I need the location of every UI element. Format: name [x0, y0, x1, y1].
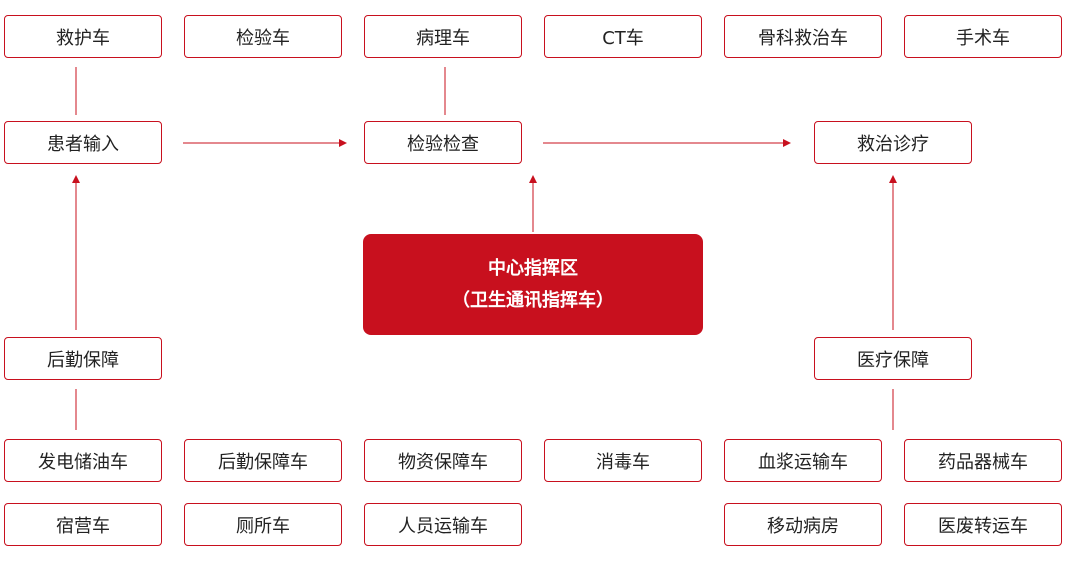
node-inspection: 检验检查: [364, 121, 522, 164]
node-patient-input: 患者输入: [4, 121, 162, 164]
arrowhead-inspection-bottom: [529, 175, 537, 183]
node-medical-support: 医疗保障: [814, 337, 972, 380]
node-ambulance: 救护车: [4, 15, 162, 58]
node-personnel-transport: 人员运输车: [364, 503, 522, 546]
node-disinfection-vehicle: 消毒车: [544, 439, 702, 482]
node-orthopedic-vehicle: 骨科救治车: [724, 15, 882, 58]
arrowhead-inspection-left: [339, 139, 347, 147]
node-plasma-transport: 血浆运输车: [724, 439, 882, 482]
node-mobile-ward: 移动病房: [724, 503, 882, 546]
node-logistics: 后勤保障: [4, 337, 162, 380]
node-dormitory-vehicle: 宿营车: [4, 503, 162, 546]
node-generator-fuel: 发电储油车: [4, 439, 162, 482]
node-medical-waste: 医废转运车: [904, 503, 1062, 546]
node-central-command: 中心指挥区 （卫生通讯指挥车）: [363, 234, 703, 335]
node-logistics-vehicle: 后勤保障车: [184, 439, 342, 482]
node-surgery-vehicle: 手术车: [904, 15, 1062, 58]
node-treatment: 救治诊疗: [814, 121, 972, 164]
central-command-title: 中心指挥区: [488, 257, 578, 279]
node-pathology-vehicle: 病理车: [364, 15, 522, 58]
arrowhead-treatment-left: [783, 139, 791, 147]
node-supplies-vehicle: 物资保障车: [364, 439, 522, 482]
arrowhead-patient-bottom: [72, 175, 80, 183]
node-toilet-vehicle: 厕所车: [184, 503, 342, 546]
node-medicine-equipment: 药品器械车: [904, 439, 1062, 482]
node-ct-vehicle: CT车: [544, 15, 702, 58]
node-lab-vehicle: 检验车: [184, 15, 342, 58]
arrowhead-treatment-bottom: [889, 175, 897, 183]
central-command-subtitle: （卫生通讯指挥车）: [452, 289, 614, 311]
